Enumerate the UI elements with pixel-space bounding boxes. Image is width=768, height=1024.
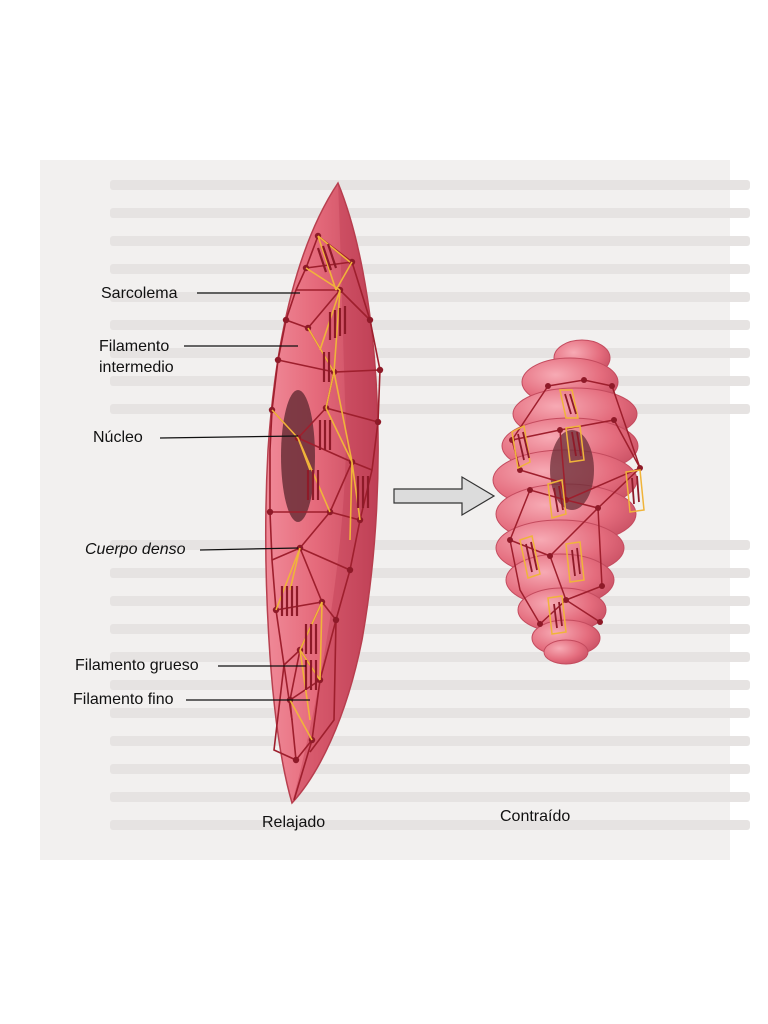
- caption-contracted: Contraído: [500, 808, 571, 825]
- background-text-line: [110, 736, 750, 746]
- nucleus: [281, 390, 315, 522]
- background-text-line: [110, 404, 750, 414]
- contracted-cell: [492, 339, 645, 665]
- filament-bundles: [511, 389, 645, 635]
- background-text-line: [110, 624, 750, 634]
- background-text-line: [110, 680, 750, 690]
- thick-filaments: [280, 243, 370, 690]
- background-text-line: [110, 348, 750, 358]
- cell-shadow: [292, 183, 379, 803]
- background-text-line: [110, 264, 750, 274]
- background-text-line: [110, 820, 750, 830]
- background-text-line: [110, 320, 750, 330]
- caption-relaxed: Relajado: [262, 814, 326, 831]
- background-text-line: [110, 236, 750, 246]
- relaxed-cell: [265, 181, 384, 805]
- label-intermediate-filament-line1: Filamento: [99, 338, 170, 355]
- background-text-line: [110, 540, 750, 550]
- arrow-icon: [393, 475, 496, 517]
- thin-filaments: [271, 235, 361, 741]
- background-text-line: [110, 292, 750, 302]
- label-intermediate-filament-line2: intermedio: [99, 359, 174, 376]
- background-text-line: [110, 764, 750, 774]
- background-text-line: [110, 596, 750, 606]
- dense-bodies: [266, 232, 384, 764]
- background-text-line: [110, 708, 750, 718]
- label-nucleus: Núcleo: [93, 429, 143, 446]
- background-text-line: [110, 180, 750, 190]
- background-text-line: [110, 376, 750, 386]
- background-text-line: [110, 208, 750, 218]
- label-thin-filament: Filamento fino: [73, 691, 174, 708]
- label-sarcolemma: Sarcolema: [101, 285, 178, 302]
- label-dense-body: Cuerpo denso: [85, 541, 186, 558]
- background-text-line: [110, 792, 750, 802]
- background-text-line: [110, 568, 750, 578]
- background-text-line: [110, 652, 750, 662]
- label-thick-filament: Filamento grueso: [75, 657, 199, 674]
- label-leaders: [159, 292, 310, 701]
